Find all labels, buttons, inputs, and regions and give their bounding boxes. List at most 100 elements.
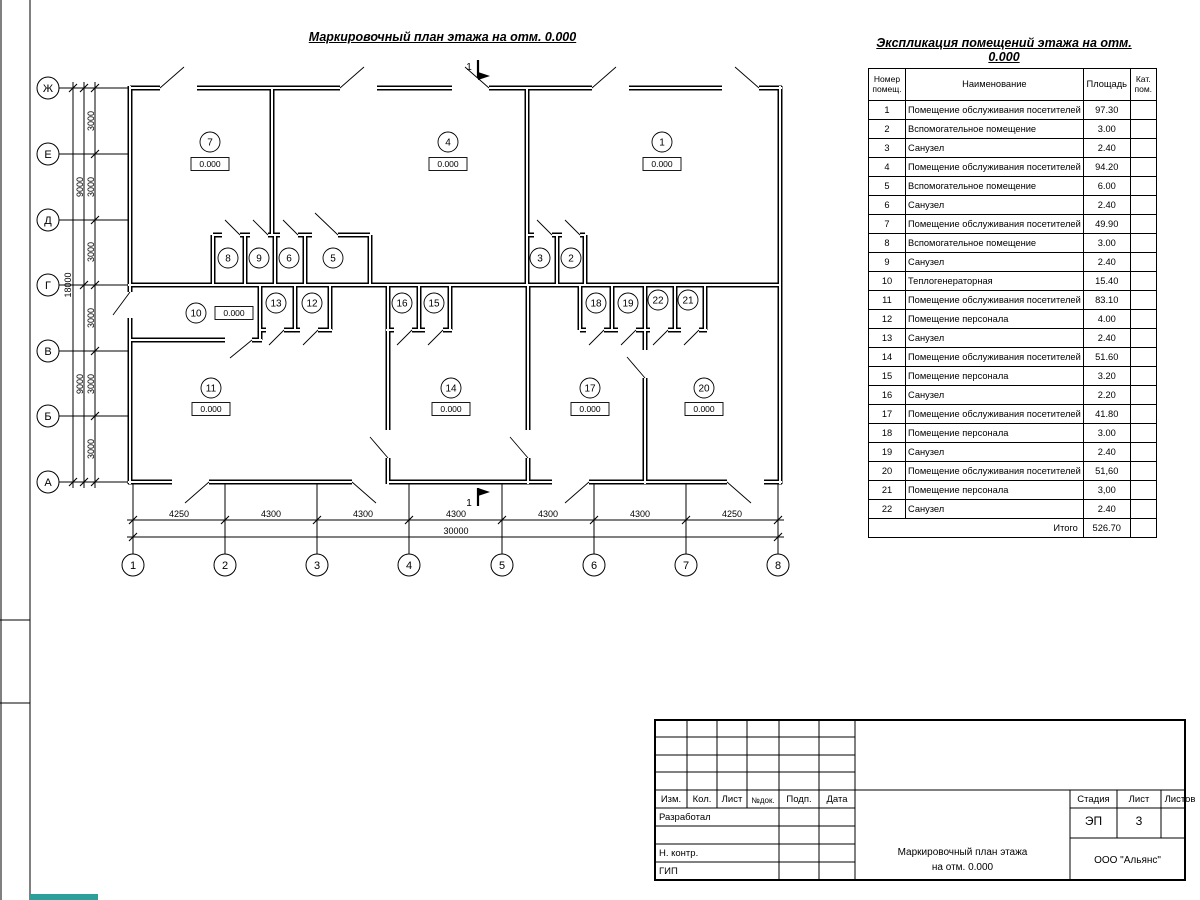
room-area-cell: 3.00 (1082, 119, 1131, 139)
room-area-cell: 3,00 (1082, 480, 1131, 500)
dim-label: 9000 (75, 374, 85, 394)
room-name-cell: Помещение обслуживания посетителей (905, 347, 1084, 367)
elevation-value: 0.000 (223, 308, 245, 318)
room-number: 7 (207, 138, 213, 149)
dimension-labels-horizontal: 4250 4300 4300 4300 4300 4300 4250 30000 (169, 509, 742, 536)
room-number-cell: 11 (868, 290, 906, 310)
room-category-cell (1129, 176, 1157, 196)
tb-doc-title-line2: на отм. 0.000 (931, 862, 994, 873)
room-bubbles: 7 4 1 8 9 6 5 3 2 10 13 12 16 15 18 19 2… (185, 131, 715, 399)
tb-header-list: Лист (721, 794, 743, 805)
explication-header-row: Номер помещ. Наименование Площадь Кат. п… (868, 68, 1157, 101)
tb-header-kol: Кол. (692, 794, 712, 805)
tb-row-gip: ГИП (659, 866, 678, 877)
room-number: 20 (698, 384, 710, 395)
room-number-cell: 12 (868, 309, 906, 329)
room-number-cell: 17 (868, 404, 906, 424)
room-number-cell: 1 (868, 100, 906, 120)
room-name-cell: Помещение обслуживания посетителей (905, 100, 1084, 120)
teal-artifact-bar (30, 894, 98, 900)
room-area-cell: 3.20 (1082, 366, 1131, 386)
room-category-cell (1129, 157, 1157, 177)
tb-row-razrabotal: Разработал (659, 812, 711, 823)
room-number: 15 (428, 299, 440, 310)
dim-label: 4300 (630, 509, 650, 519)
tb-row-nkontr: Н. контр. (659, 848, 699, 859)
room-category-cell (1129, 423, 1157, 443)
room-name-cell: Санузел (905, 385, 1084, 405)
room-area-cell: 2.40 (1082, 442, 1131, 462)
room-name-cell: Помещение персонала (905, 309, 1084, 329)
axis-bubbles-vertical: Ж Е Д Г В Б А (36, 76, 60, 494)
col-header-num: Номер помещ. (868, 68, 906, 101)
room-number-cell: 2 (868, 119, 906, 139)
room-number: 2 (568, 254, 574, 265)
room-name-cell: Санузел (905, 328, 1084, 348)
walls (128, 86, 782, 484)
axis-label: 2 (222, 560, 228, 572)
room-number: 6 (286, 254, 292, 265)
tb-doc-title-line1: Маркировочный план этажа (897, 847, 1028, 858)
dim-label: 4250 (169, 509, 189, 519)
room-area-cell: 97.30 (1082, 100, 1131, 120)
room-number-cell: 21 (868, 480, 906, 500)
room-number-cell: 20 (868, 461, 906, 481)
tb-header-podp: Подп. (786, 794, 812, 805)
room-category-cell (1129, 328, 1157, 348)
sheet-frame (0, 0, 31, 900)
room-category-cell (1129, 404, 1157, 424)
col-header-area: Площадь (1082, 68, 1131, 101)
room-area-cell: 4.00 (1082, 309, 1131, 329)
axis-label: А (44, 477, 52, 489)
room-category-cell (1129, 480, 1157, 500)
room-area-cell: 2.20 (1082, 385, 1131, 405)
door-leaves (112, 66, 760, 504)
room-name-cell: Санузел (905, 195, 1084, 215)
room-name-cell: Помещение персонала (905, 480, 1084, 500)
room-category-cell (1129, 252, 1157, 272)
axis-label: Б (44, 411, 51, 423)
room-category-cell (1129, 271, 1157, 291)
room-area-cell: 51.60 (1082, 347, 1131, 367)
tb-sheet-value: 3 (1135, 814, 1143, 828)
total-cat (1129, 518, 1157, 538)
room-number-cell: 5 (868, 176, 906, 196)
axis-label: 3 (314, 560, 320, 572)
elevation-value: 0.000 (579, 404, 601, 414)
room-number: 4 (445, 138, 451, 149)
axis-bubbles-horizontal: 1 2 3 4 5 6 7 8 (121, 553, 790, 577)
dim-label: 4250 (722, 509, 742, 519)
room-area-cell: 94.20 (1082, 157, 1131, 177)
room-number: 13 (270, 299, 282, 310)
dim-label-total: 30000 (443, 526, 468, 536)
room-area-cell: 15.40 (1082, 271, 1131, 291)
room-category-cell (1129, 347, 1157, 367)
room-category-cell (1129, 100, 1157, 120)
room-category-cell (1129, 309, 1157, 329)
room-number: 11 (206, 384, 217, 395)
room-area-cell: 41.80 (1082, 404, 1131, 424)
dimension-labels-vertical: 3000 3000 3000 3000 3000 3000 9000 9000 … (63, 111, 96, 459)
room-name-cell: Санузел (905, 252, 1084, 272)
room-number-cell: 19 (868, 442, 906, 462)
section-number: 1 (466, 62, 472, 73)
explication-title: Экспликация помещений этажа на отм. 0.00… (876, 36, 1132, 64)
room-number: 16 (396, 299, 408, 310)
tb-stage-label: Стадия (1077, 794, 1110, 805)
room-number-cell: 8 (868, 233, 906, 253)
room-number: 3 (537, 254, 543, 265)
room-number-cell: 3 (868, 138, 906, 158)
